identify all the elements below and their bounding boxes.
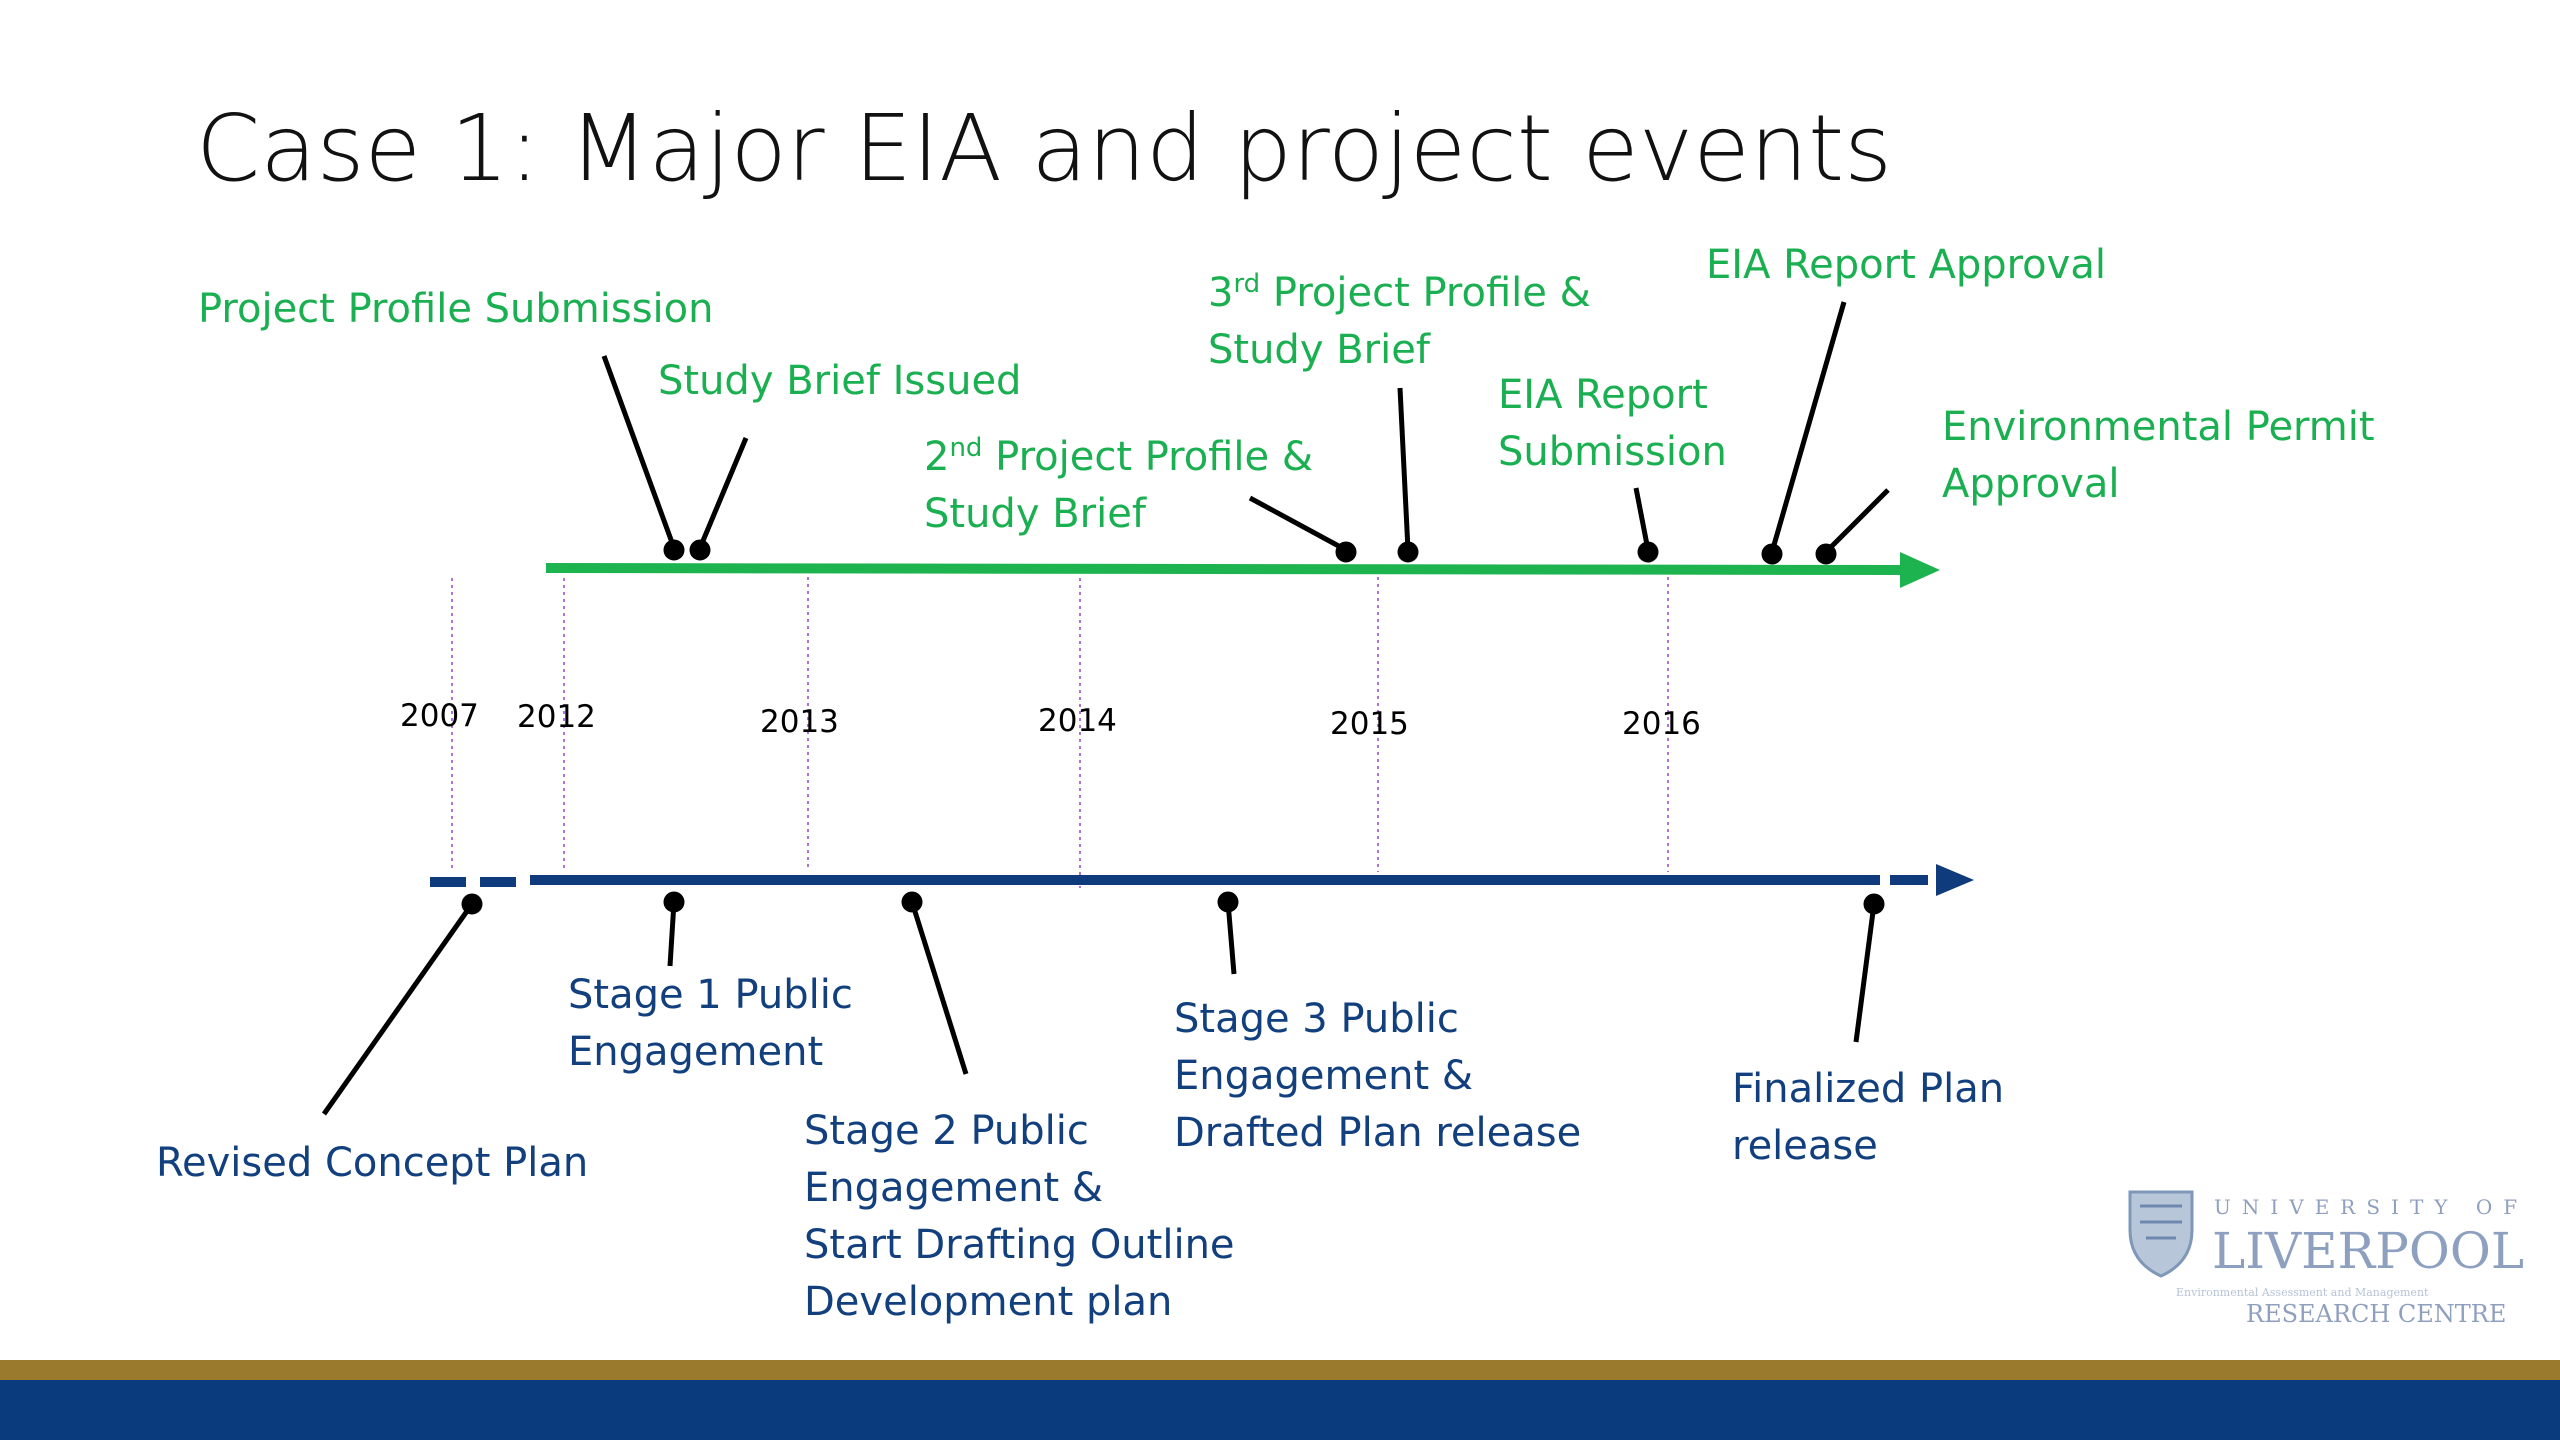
- project-event-stage-1: Stage 1 Public Engagement: [568, 972, 866, 1075]
- project-event-label: Start Drafting Outline: [804, 1222, 1235, 1268]
- eia-timeline-line: [545, 563, 1903, 575]
- eia-event-label: 3: [1208, 270, 1233, 316]
- eia-timeline: [545, 552, 1940, 588]
- logo-line-3: Environmental Assessment and Management: [2176, 1286, 2429, 1299]
- eia-event-project-profile-submission: Project Profile Submission: [198, 286, 714, 332]
- eia-event-environmental-permit-approval: Environmental Permit Approval: [1942, 404, 2387, 507]
- logo-line-4: RESEARCH CENTRE: [2246, 1300, 2506, 1328]
- project-timeline: [430, 864, 1974, 896]
- eia-event-sup: nd: [949, 433, 982, 463]
- eia-event-2nd-project-profile: 2nd Project Profile & Study Brief: [924, 433, 1326, 537]
- footer-gold-bar: [0, 1360, 2560, 1380]
- eia-event-label: 2: [924, 434, 949, 480]
- slide-title: Case 1: Major EIA and project events: [196, 95, 1892, 202]
- project-event-revised-concept-plan: Revised Concept Plan: [156, 1140, 588, 1186]
- eia-event-label: Approval: [1942, 461, 2119, 507]
- eia-event-eia-report-approval: EIA Report Approval: [1706, 242, 2106, 288]
- eia-event-label: Study Brief: [1208, 327, 1431, 373]
- project-event-label: Development plan: [804, 1279, 1172, 1325]
- eia-event-label: EIA Report Approval: [1706, 242, 2106, 288]
- eia-event-study-brief-issued: Study Brief Issued: [658, 358, 1021, 404]
- eia-event-eia-report-submission: EIA Report Submission: [1498, 372, 1727, 475]
- eia-event-label: Project Profile &: [1260, 270, 1591, 316]
- eia-event-label: Project Profile &: [982, 434, 1313, 480]
- project-timeline-arrowhead: [1936, 864, 1974, 896]
- project-event-stage-2: Stage 2 Public Engagement & Start Drafti…: [804, 1108, 1247, 1325]
- project-event-label: Stage 1 Public: [568, 972, 853, 1018]
- year-guides: [451, 570, 1669, 888]
- project-event-label: Engagement: [568, 1029, 823, 1075]
- year-label-2007: 2007: [400, 698, 479, 734]
- footer-navy-bar: [0, 1380, 2560, 1440]
- project-event-stage-3: Stage 3 Public Engagement & Drafted Plan…: [1174, 996, 1581, 1156]
- logo-line-2: LIVERPOOL: [2212, 1222, 2524, 1280]
- eia-timeline-arrowhead: [1900, 552, 1940, 588]
- eia-leaders: [601, 301, 1890, 565]
- eia-event-3rd-project-profile: 3rd Project Profile & Study Brief: [1208, 269, 1604, 373]
- project-event-label: Finalized Plan: [1732, 1066, 2004, 1112]
- project-event-label: Stage 2 Public: [804, 1108, 1089, 1154]
- logo-line-1: UNIVERSITY OF: [2214, 1195, 2528, 1219]
- eia-event-sup: rd: [1233, 269, 1260, 299]
- project-event-label: Engagement &: [804, 1165, 1103, 1211]
- project-event-label: Stage 3 Public: [1174, 996, 1459, 1042]
- year-label-2015: 2015: [1330, 706, 1409, 742]
- university-logo: UNIVERSITY OF LIVERPOOL Environmental As…: [2128, 1190, 2528, 1328]
- crest-icon: [2128, 1190, 2194, 1278]
- year-label-2013: 2013: [760, 704, 839, 740]
- project-event-label: release: [1732, 1123, 1878, 1169]
- project-event-finalized-plan: Finalized Plan release: [1732, 1066, 2017, 1169]
- year-label-2012: 2012: [517, 699, 596, 735]
- eia-event-label: EIA Report: [1498, 372, 1708, 418]
- year-label-2014: 2014: [1038, 703, 1117, 739]
- eia-event-label: Project Profile Submission: [198, 286, 714, 332]
- eia-event-label: Submission: [1498, 429, 1727, 475]
- project-event-label: Engagement &: [1174, 1053, 1473, 1099]
- year-label-2016: 2016: [1622, 706, 1701, 742]
- eia-event-label: Environmental Permit: [1942, 404, 2375, 450]
- eia-event-label: Study Brief Issued: [658, 358, 1021, 404]
- project-event-label: Revised Concept Plan: [156, 1140, 588, 1186]
- eia-event-label: Study Brief: [924, 491, 1147, 537]
- project-event-label: Drafted Plan release: [1174, 1110, 1581, 1156]
- project-leaders: [321, 891, 1885, 1116]
